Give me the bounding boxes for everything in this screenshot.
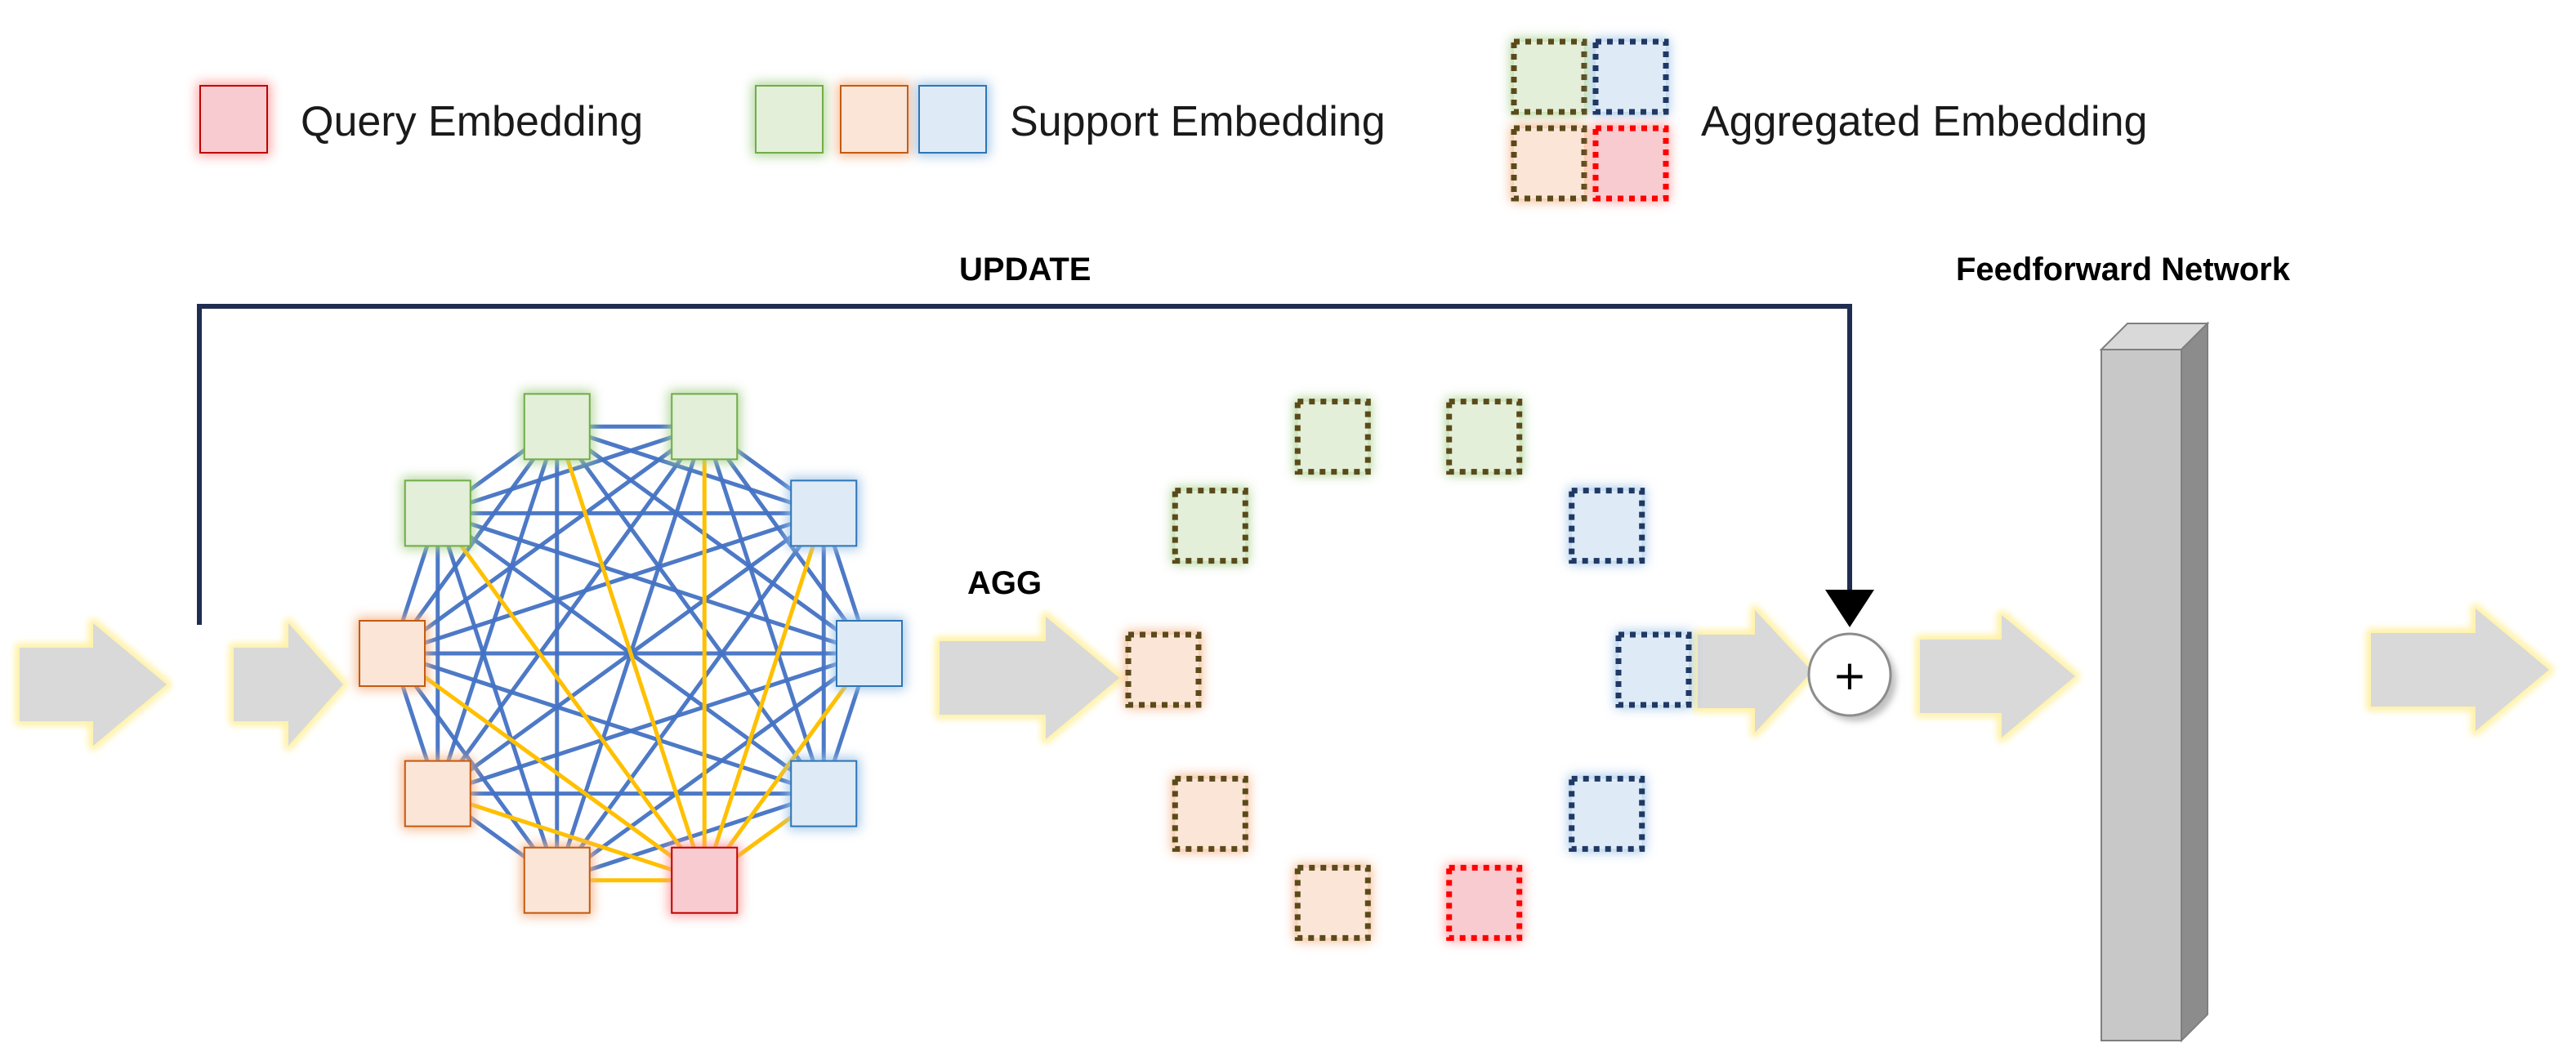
sum-input-arrow (1693, 605, 1817, 738)
sum-node: + (1807, 632, 1896, 721)
update-path: UPDATE (197, 252, 1874, 627)
output-arrow (2366, 604, 2554, 736)
plus-icon: + (1833, 652, 1867, 699)
support-node-blue (788, 757, 860, 830)
query-edge (703, 652, 872, 882)
query-node (668, 844, 741, 916)
graph-edge (435, 426, 560, 795)
update-arrowhead (1825, 590, 1874, 627)
ffn-input-arrow (1915, 610, 2080, 742)
graph-edge (435, 512, 560, 881)
legend-query-label: Query Embedding (301, 98, 643, 145)
input-arrow (15, 618, 172, 751)
support-node-blue (788, 477, 860, 550)
graph-edge (556, 651, 871, 882)
sum-node-circle (1807, 632, 1892, 717)
update-label: UPDATE (959, 252, 1091, 288)
graph-edge (390, 652, 559, 882)
embedding-graph (356, 390, 905, 916)
support-node-green (668, 390, 741, 463)
legend-query-swatch (197, 82, 270, 156)
support-swatch-green (752, 82, 826, 156)
feedforward-network: Feedforward Network (1956, 252, 2291, 1043)
aggregated-node-orange (1172, 775, 1249, 853)
graph-edge (436, 510, 870, 656)
aggregated-node-orange (1125, 631, 1202, 708)
support-node-blue (833, 617, 905, 689)
query-swatch (197, 82, 270, 156)
aggregated-node-blue (1615, 631, 1692, 708)
legend-support-swatches (752, 82, 989, 156)
graph-nodes (356, 390, 905, 916)
legend-aggregated-swatches (1511, 38, 1669, 202)
legend-support-label: Support Embedding (1010, 98, 1386, 145)
query-edge (555, 426, 707, 881)
support-node-green (401, 477, 474, 550)
query-edge (702, 512, 826, 881)
support-swatch-blue (916, 82, 989, 156)
agg-arrow (935, 612, 1124, 744)
aggregated-node-red (1445, 864, 1523, 942)
aggregated-node-orange (1294, 864, 1372, 942)
graph-edge (702, 426, 826, 795)
ffn-block-side (2181, 321, 2208, 1043)
graph-edge (391, 651, 825, 796)
aggregated-swatch-orange (1511, 125, 1587, 202)
update-line (197, 304, 1852, 625)
support-node-orange (520, 844, 593, 916)
query-edge (436, 791, 706, 883)
feedforward-label: Feedforward Network (1956, 252, 2291, 288)
query-edge (435, 511, 707, 882)
support-node-orange (401, 757, 474, 830)
flow-arrows (15, 604, 2554, 751)
support-node-green (520, 390, 593, 463)
legend: Query Embedding Support Embedding Aggreg… (197, 38, 2147, 202)
aggregated-swatch-blue (1592, 38, 1669, 115)
aggregated-node-green (1294, 398, 1372, 475)
aggregated-node-blue (1568, 487, 1645, 564)
aggregated-node-green (1445, 398, 1523, 475)
aggregated-node-green (1172, 487, 1249, 564)
graph-input-arrow (229, 618, 348, 751)
aggregated-node-blue (1568, 775, 1645, 853)
aggregated-swatch-green (1511, 38, 1587, 115)
support-node-orange (356, 617, 428, 689)
aggregated-swatch-red (1592, 125, 1669, 202)
legend-aggregated-label: Aggregated Embedding (1701, 98, 2147, 145)
support-swatch-orange (837, 82, 911, 156)
agg-label: AGG (967, 565, 1042, 601)
aggregated-ring (1125, 398, 1692, 942)
ffn-block-front (2101, 349, 2182, 1041)
graph-edge (391, 425, 706, 656)
query-edge (391, 651, 706, 882)
graph-edges (390, 424, 872, 883)
graph-edge (556, 425, 871, 656)
